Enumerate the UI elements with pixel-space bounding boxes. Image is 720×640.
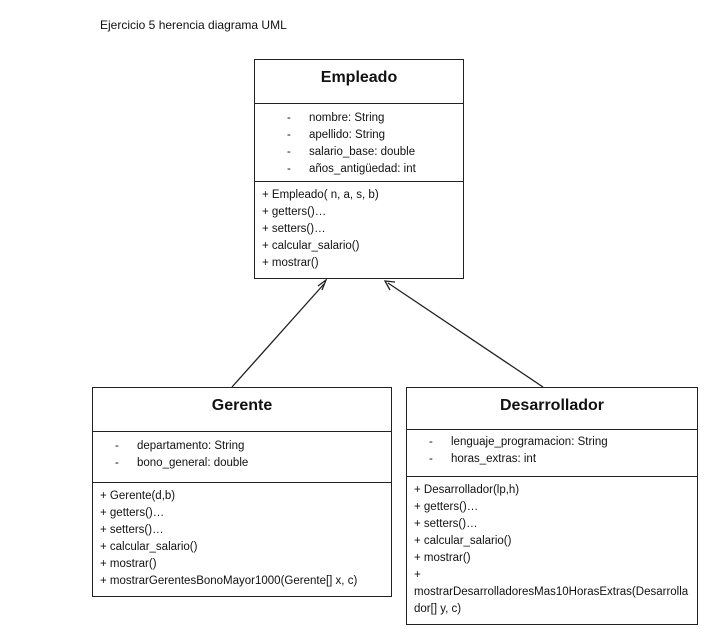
attribute-text: lenguaje_programacion: String [451,436,608,448]
method-row: + setters()… [414,518,478,530]
attribute-text: nombre: String [309,112,385,124]
private-marker: - [287,146,291,158]
method-row: + mostrar() [414,552,471,564]
private-marker: - [287,129,291,141]
method-row: + mostrar() [262,257,319,269]
attribute-text: horas_extras: int [451,453,537,465]
attribute-row: - apellido: String [287,127,463,144]
method-row: + getters()… [262,206,327,218]
attribute-row: - horas_extras: int [429,451,697,468]
private-marker: - [115,457,119,469]
attribute-row: - departamento: String [115,438,391,455]
method-row: + setters()… [100,524,164,536]
page-title: Ejercicio 5 herencia diagrama UML [100,18,287,32]
private-marker: - [429,436,433,448]
method-row: + mostrar() [100,558,157,570]
method-row: + setters()… [262,223,326,235]
method-row: + getters()… [414,501,479,513]
class-name: Empleado [255,60,463,104]
class-name: Gerente [93,388,391,432]
method-list: + Desarrollador(lp,h) + getters()… + set… [407,477,689,618]
private-marker: - [287,112,291,124]
desarrollador-arrowhead [383,280,396,291]
attribute-row: - lenguaje_programacion: String [429,434,697,451]
attribute-text: departamento: String [137,440,245,452]
attribute-list: - departamento: String - bono_general: dou… [93,432,391,483]
gerente-to-empleado-line [231,283,325,388]
attribute-row: - salario_base: double [287,144,463,161]
class-desarrollador: Desarrollador - lenguaje_programacion: St… [406,387,698,625]
method-row: + calcular_salario() [100,541,198,553]
method-row: + mostrarGerentesBonoMayor1000(Gerente[]… [100,575,358,587]
method-row: + Gerente(d,b) [100,490,176,502]
method-row: + getters()… [100,507,165,519]
attribute-list: - lenguaje_programacion: String - horas_ex… [407,430,697,477]
attribute-text: bono_general: double [137,457,249,469]
method-list: + Empleado( n, a, s, b) + getters()… + s… [255,182,463,272]
private-marker: - [115,440,119,452]
method-row: + [414,569,421,581]
private-marker: - [287,163,291,175]
attribute-row: - años_antigüedad: int [287,161,463,178]
attribute-text: apellido: String [309,129,386,141]
method-row: + calcular_salario() [262,240,360,252]
method-row: + Desarrollador(lp,h) [414,484,520,496]
method-list: + Gerente(d,b) + getters()… + setters()…… [93,483,391,590]
class-empleado: Empleado - nombre: String - apellido: Stri… [254,59,464,279]
class-name: Desarrollador [407,388,697,430]
method-row: mostrarDesarrolladoresMas10HorasExtras(D… [414,586,689,615]
gerente-arrowhead [317,278,328,291]
attribute-text: años_antigüedad: int [309,163,416,175]
class-gerente: Gerente - departamento: String - bono_gene… [92,387,392,597]
attribute-row: - bono_general: double [115,455,391,472]
private-marker: - [429,453,433,465]
attribute-list: - nombre: String - apellido: String - salar… [255,104,463,182]
method-row: + calcular_salario() [414,535,512,547]
attribute-row: - nombre: String [287,110,463,127]
method-row: + Empleado( n, a, s, b) [262,189,379,201]
desarrollador-to-empleado-line [387,282,544,388]
attribute-text: salario_base: double [309,146,416,158]
